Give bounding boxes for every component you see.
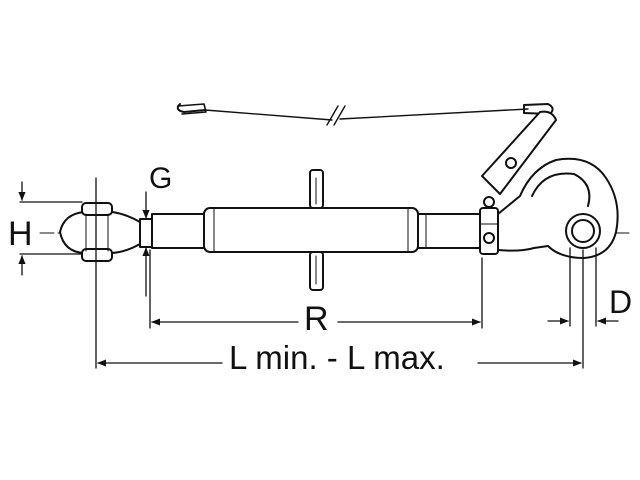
latch-lever bbox=[481, 110, 557, 195]
label-r: R bbox=[304, 300, 329, 338]
label-h: H bbox=[8, 215, 33, 253]
label-d: D bbox=[609, 284, 633, 320]
label-length: L min. - L max. bbox=[229, 339, 445, 376]
dimension-d bbox=[547, 247, 619, 327]
release-cable bbox=[176, 103, 554, 126]
dimension-r bbox=[149, 249, 483, 329]
dimension-l bbox=[95, 177, 584, 369]
hook-end bbox=[497, 157, 619, 259]
main-tube bbox=[151, 207, 481, 253]
locking-nut bbox=[479, 196, 499, 255]
ball-joint-end bbox=[59, 202, 153, 262]
dimension-h bbox=[18, 181, 83, 276]
label-g: G bbox=[149, 162, 173, 195]
